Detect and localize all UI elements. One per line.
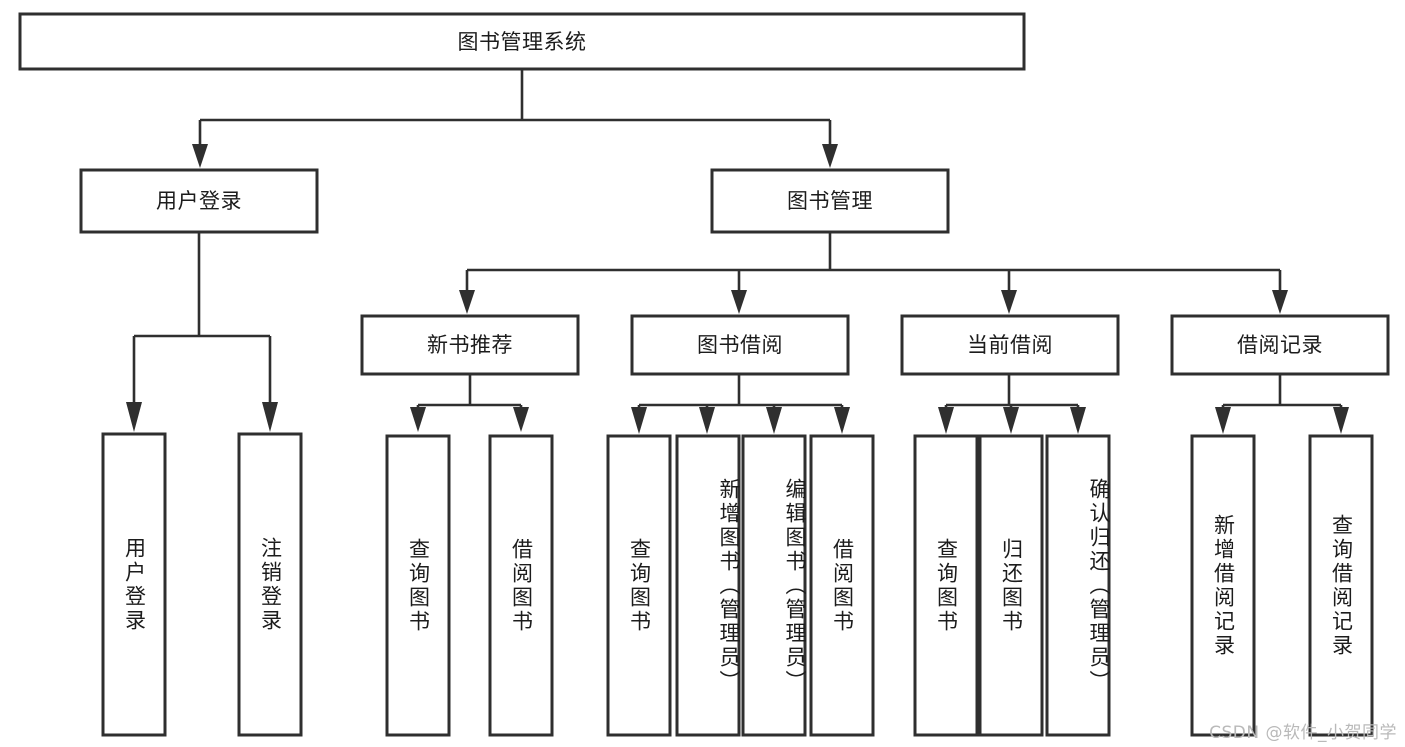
node-book-borrow-label: 图书借阅 <box>697 333 783 357</box>
node-borrow-record-label: 借阅记录 <box>1237 333 1323 357</box>
leaf-box-add-book[interactable] <box>675 434 741 737</box>
node-new-book-recommend-box[interactable] <box>360 314 580 376</box>
leaf-box-borrow-book-2[interactable] <box>809 434 875 737</box>
arrow-bookborrow-leaf1-icon <box>631 407 647 434</box>
node-root-label: 图书管理系统 <box>458 30 587 54</box>
connectors-newbook-to-leaves <box>410 374 529 432</box>
arrow-userlogin-leaf1-icon <box>126 402 142 432</box>
leaf-box-query-book-3[interactable] <box>913 434 979 737</box>
leaf-box-borrow-book-1[interactable] <box>488 434 554 737</box>
node-root[interactable]: 图书管理系统 <box>18 12 1026 71</box>
leaf-box-add-record[interactable] <box>1190 434 1256 737</box>
node-book-manage-label: 图书管理 <box>787 189 873 213</box>
node-new-book-recommend[interactable]: 新书推荐 <box>360 314 580 376</box>
arrow-newbook-leaf2-icon <box>513 407 529 432</box>
arrow-borrowrecord-leaf2-icon <box>1333 407 1349 434</box>
arrow-currentborrow-leaf1-icon <box>938 407 954 434</box>
connectors-currentborrow-to-leaves <box>938 374 1086 434</box>
arrow-newbook-leaf1-icon <box>410 407 426 432</box>
arrow-to-book-borrow-icon <box>731 290 747 314</box>
node-current-borrow-label: 当前借阅 <box>967 333 1053 357</box>
node-book-borrow[interactable]: 图书借阅 <box>630 314 850 376</box>
connectors-bookborrow-to-leaves <box>631 374 850 434</box>
leaf-box-query-book-2[interactable] <box>606 434 672 737</box>
arrow-bookborrow-leaf4-icon <box>834 407 850 434</box>
leaf-box-edit-book[interactable] <box>741 434 807 737</box>
connectors-userlogin-to-leaves <box>126 232 278 432</box>
node-user-login-label: 用户登录 <box>156 189 242 213</box>
leaf-box-return-book[interactable] <box>978 434 1044 737</box>
node-current-borrow[interactable]: 当前借阅 <box>900 314 1120 376</box>
node-book-borrow-box[interactable] <box>630 314 850 376</box>
watermark-text: CSDN @软件_小贺同学 <box>1209 723 1397 743</box>
node-book-manage-box[interactable] <box>710 168 950 234</box>
arrow-to-borrow-record-icon <box>1272 290 1288 314</box>
arrow-root-to-user-login-icon <box>192 144 208 168</box>
arrow-bookborrow-leaf3-icon <box>766 407 782 434</box>
node-user-login[interactable]: 用户登录 <box>79 168 319 234</box>
arrow-to-new-book-icon <box>459 290 475 314</box>
connectors-borrowrecord-to-leaves <box>1215 374 1349 434</box>
arrow-to-current-borrow-icon <box>1001 290 1017 314</box>
arrow-borrowrecord-leaf1-icon <box>1215 407 1231 434</box>
node-user-login-box[interactable] <box>79 168 319 234</box>
arrow-currentborrow-leaf3-icon <box>1070 407 1086 434</box>
arrow-root-to-book-manage-icon <box>822 144 838 168</box>
leaf-box-logout-login[interactable] <box>237 432 303 737</box>
leaf-box-user-login[interactable] <box>101 432 167 737</box>
leaf-box-query-record[interactable] <box>1308 434 1374 737</box>
node-borrow-record-box[interactable] <box>1170 314 1390 376</box>
arrow-userlogin-leaf2-icon <box>262 402 278 432</box>
node-borrow-record[interactable]: 借阅记录 <box>1170 314 1390 376</box>
node-current-borrow-box[interactable] <box>900 314 1120 376</box>
arrow-bookborrow-leaf2-icon <box>699 407 715 434</box>
node-new-book-recommend-label: 新书推荐 <box>427 333 513 357</box>
node-book-manage[interactable]: 图书管理 <box>710 168 950 234</box>
leaf-box-query-book-1[interactable] <box>385 434 451 737</box>
connectors-bookmanage-to-level3 <box>459 232 1288 314</box>
node-root-box[interactable] <box>18 12 1026 71</box>
leaf-box-confirm-return[interactable] <box>1045 434 1111 737</box>
arrow-currentborrow-leaf2-icon <box>1003 407 1019 434</box>
connectors-root-to-level2 <box>192 70 838 168</box>
